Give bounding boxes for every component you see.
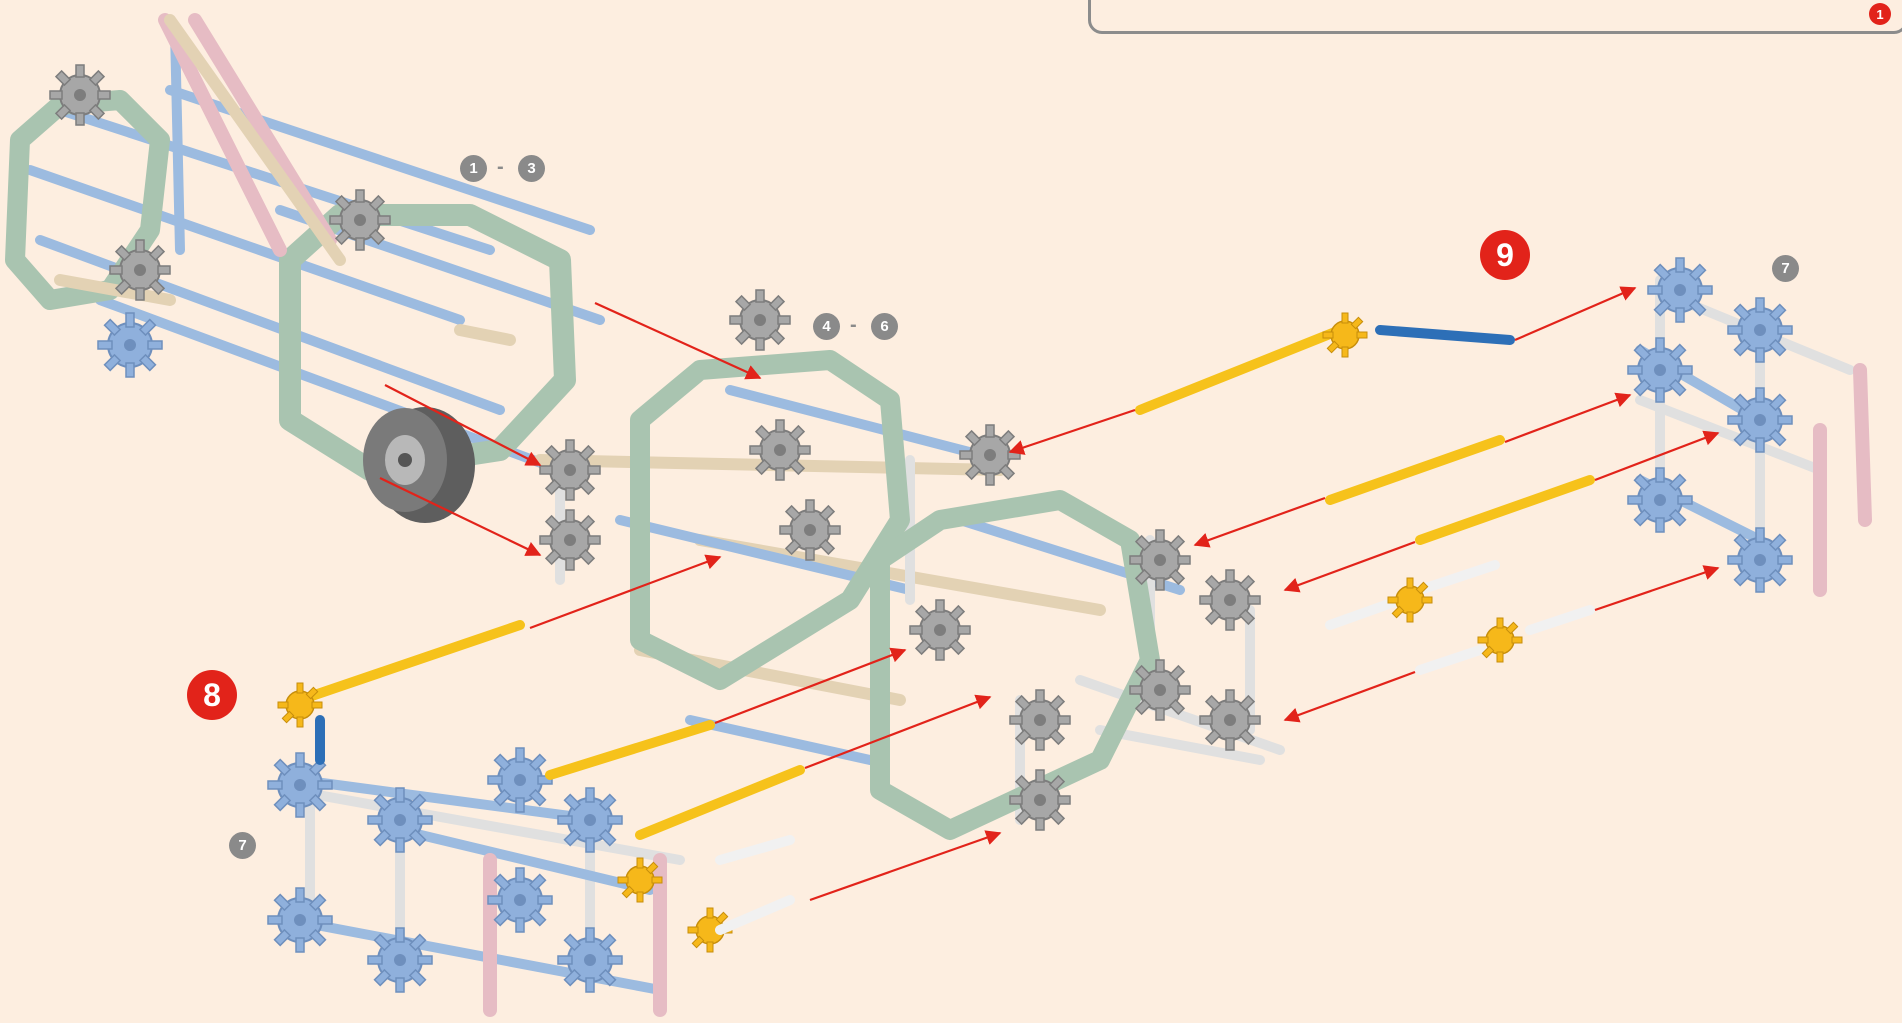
instruction-panel: 1 <box>1088 0 1902 34</box>
middle-frame-model <box>534 289 1285 840</box>
arrow <box>1283 540 1416 593</box>
range-separator: - <box>850 314 857 336</box>
arrow <box>384 384 542 466</box>
arrow <box>714 647 907 725</box>
arrow <box>1008 408 1136 455</box>
reference-badge: 1 <box>460 155 487 182</box>
arrow <box>809 830 1002 902</box>
left-assembled-model <box>5 13 605 523</box>
step-number-badge: 8 <box>187 670 237 720</box>
arrow <box>529 554 722 630</box>
reference-badge: 7 <box>229 832 256 859</box>
range-separator: - <box>497 156 504 178</box>
arrow <box>1193 496 1326 548</box>
arrow <box>1594 565 1720 612</box>
loose-parts <box>277 312 1595 840</box>
reference-badge: 7 <box>1772 255 1799 282</box>
arrow <box>1504 392 1632 444</box>
reference-badge: 4 <box>813 313 840 340</box>
assembly-arrows <box>379 286 1720 902</box>
wheel <box>363 407 475 523</box>
arrow <box>1514 286 1637 342</box>
reference-badge: 3 <box>518 155 545 182</box>
right-sub-assembly <box>1627 257 1872 597</box>
arrow <box>1594 430 1720 482</box>
left-sub-assembly <box>267 747 795 1017</box>
arrow <box>1283 670 1416 723</box>
arrow <box>804 694 992 770</box>
step-indicator-badge: 1 <box>1869 3 1891 25</box>
reference-badge: 6 <box>871 313 898 340</box>
step-number-badge: 9 <box>1480 230 1530 280</box>
arrow <box>594 301 762 380</box>
arrow <box>379 477 542 556</box>
